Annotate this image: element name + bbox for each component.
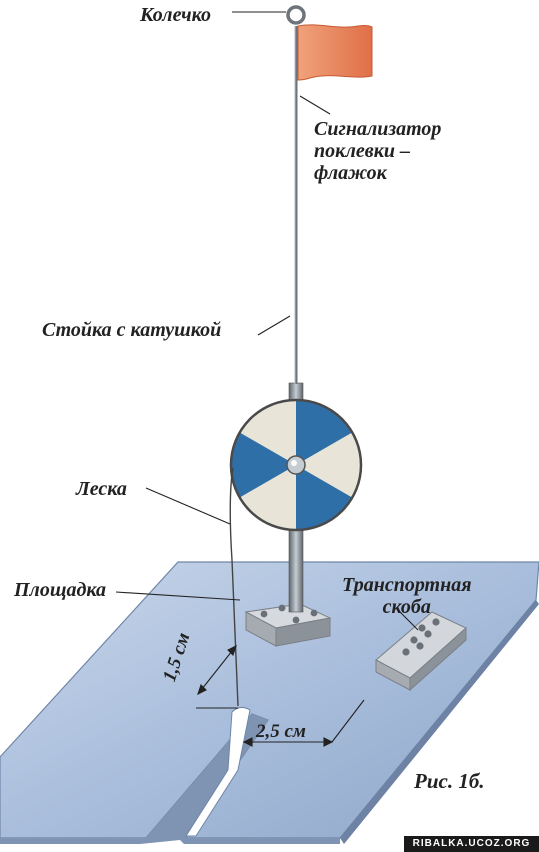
label-platform: Площадка — [14, 579, 107, 601]
watermark: RIBALKA.UCOZ.ORG — [404, 836, 539, 852]
label-signal-line1: Сигнализатор — [314, 118, 442, 140]
label-bracket-line1: Транспортная — [342, 574, 472, 596]
signal-flag — [297, 24, 373, 81]
label-signal: Сигнализатор поклевки – флажок — [314, 118, 441, 184]
dimension-vertical — [196, 644, 238, 709]
label-fishing-line: Леска — [76, 478, 127, 500]
stand-base — [244, 603, 332, 647]
dimension-horizontal — [242, 699, 365, 747]
transport-bracket — [375, 611, 467, 692]
label-dimension-horizontal: 2,5 см — [256, 721, 306, 742]
leader-lines — [115, 11, 419, 631]
platform-slot — [185, 706, 251, 837]
label-bracket: Транспортная скоба — [342, 574, 472, 618]
label-signal-line3: флажок — [314, 162, 387, 184]
reel — [229, 398, 363, 532]
platform — [0, 561, 539, 844]
label-signal-line2: поклевки – — [314, 140, 410, 162]
ring — [286, 5, 306, 25]
label-stand: Стойка с катушкой — [42, 319, 222, 341]
label-bracket-line2: скоба — [382, 596, 431, 618]
figure-caption: Рис. 1б. — [414, 769, 485, 793]
label-ring: Колечко — [140, 4, 212, 26]
fishing-line — [229, 467, 239, 707]
